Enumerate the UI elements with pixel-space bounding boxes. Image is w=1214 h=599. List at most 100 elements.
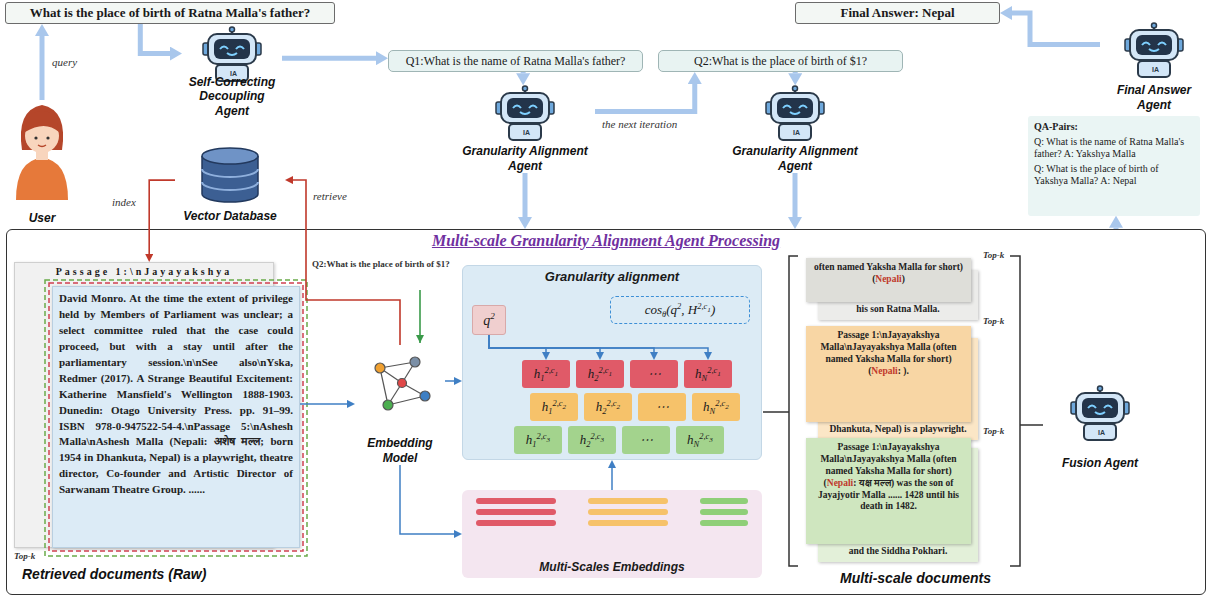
node-text: 2,c [715, 398, 725, 408]
node-text: : ). [898, 366, 909, 376]
document-card: Passage 1:\nJayayakshya Malla\nJayayaksh… [806, 438, 971, 544]
user-figure: User [10, 100, 74, 225]
node-text: Q: What is the name of Ratna Malla's fat… [1034, 136, 1194, 161]
node-text: ) [902, 274, 905, 284]
qa-pairs-box: QA-Pairs: Q: What is the name of Ratna Ma… [1028, 116, 1200, 216]
text-line: h22,c1 [588, 365, 612, 384]
edge-label: the next iteration [600, 118, 679, 130]
agent-figure: IAFusion Agent [1045, 385, 1155, 470]
flow-arrow [300, 403, 347, 405]
art-circle [375, 363, 385, 373]
art-ellipse [202, 148, 258, 164]
text-line: Passage 1:\nJayayakshya Malla\nJayayaksh… [812, 330, 965, 378]
node-text: 2 [490, 311, 495, 321]
node-text: Multi-Scales Embeddings [462, 560, 762, 574]
node-text: N [694, 439, 700, 449]
node-text: 3 [709, 436, 713, 444]
chunk-vector: ⋯ [622, 426, 670, 454]
node-text: Q2:What is the place of birth of $1? [694, 54, 867, 69]
art-line [380, 368, 388, 405]
node-text: θ [662, 309, 666, 319]
brackets [763, 256, 1043, 566]
art-line [402, 362, 415, 383]
node-text: 2,c [607, 398, 617, 408]
node-text: Embedding Model [355, 436, 445, 465]
flow-arrow [149, 180, 175, 254]
node-text: h [695, 366, 702, 381]
node-text: Multi-scale Granularity Alignment Agent … [432, 232, 780, 250]
art-circle [46, 136, 49, 139]
similarity-formula: cosθ(q2, H2,c1) [610, 296, 750, 324]
node-text: 2 [677, 301, 681, 311]
art-path [38, 145, 46, 147]
flow-arrow [521, 72, 526, 73]
text-line: hN2,c1 [695, 365, 721, 384]
node-text: David Monro. At the time the extent of p… [59, 291, 293, 498]
node-text: q [483, 313, 490, 328]
art-path [25, 111, 59, 132]
robot-icon [203, 27, 261, 81]
flow-arrow [595, 84, 695, 111]
node-text: 1 [717, 370, 721, 378]
text-line: hN2,c3 [687, 431, 713, 450]
art-circle [25, 119, 59, 153]
chunk-vector: h12,c1 [522, 360, 570, 388]
chunk-vector: hN2,c2 [692, 393, 740, 421]
art-rect [700, 509, 748, 515]
art-rect [700, 520, 748, 526]
chunk-vector: hN2,c1 [684, 360, 732, 388]
flow-arrow [400, 465, 454, 534]
agent-robots [203, 23, 1183, 440]
query-arrow [419, 290, 421, 343]
flow-arrow [1114, 228, 1119, 229]
embedding-bars [476, 498, 748, 526]
text-line: h12,c3 [526, 431, 550, 450]
subquery-box: Q1:What is the name of Ratna Malla's fat… [388, 50, 643, 72]
node-text: 2,c [537, 431, 547, 441]
embedding-graph [375, 357, 430, 410]
node-text: N [702, 373, 708, 383]
art-path [1010, 256, 1043, 566]
flow-arrow [140, 24, 170, 54]
edge-label: query [50, 56, 79, 68]
node-text: Nepali [827, 478, 853, 488]
node-text: ⋯ [640, 432, 653, 447]
node-text: and the Siddha Pokhari. [824, 546, 972, 558]
node-text: QA-Pairs: [1034, 121, 1194, 134]
topk-label: Top-k [14, 551, 35, 561]
node-text: 2,c [545, 365, 555, 375]
subquery-box: Q2:What is the place of birth of $1? [658, 50, 903, 72]
query-vector: q2 [472, 305, 506, 335]
robot-icon [1071, 386, 1129, 440]
node-text: 1 [532, 439, 536, 449]
chunk-vector: h22,c3 [568, 426, 616, 454]
text-line: h22,c2 [596, 398, 620, 417]
node-text: ⋯ [648, 366, 661, 381]
node-text: 2,c [599, 365, 609, 375]
robot-badge: IA [1098, 429, 1105, 436]
art-rect [588, 520, 668, 526]
node-text: 1 [609, 370, 613, 378]
flow-arrow [489, 335, 600, 352]
node-text: h [580, 432, 587, 447]
art-path [202, 169, 258, 190]
art-path [763, 256, 798, 566]
art-path [202, 156, 258, 202]
node-text: Self-Correcting Decoupling Agent [182, 75, 282, 118]
art-rect [476, 498, 556, 504]
flow-arrow [793, 72, 798, 73]
text-line: h12,c2 [542, 398, 566, 417]
robot-icon [1125, 23, 1183, 77]
chunk-vector: h12,c3 [514, 426, 562, 454]
text-line: ⋯ [648, 366, 661, 382]
art-rect [588, 509, 668, 515]
document-card: Passage 1:\nJayayakshya Malla\nJayayaksh… [806, 326, 971, 422]
node-text: 2,c [697, 301, 707, 311]
flow-arrow [282, 56, 376, 61]
robot-badge: IA [793, 129, 800, 136]
node-text: Dhankuta, Nepal) is a playwright. [824, 424, 972, 436]
art-line [380, 368, 402, 383]
flow-arrow [793, 173, 798, 217]
edge-label: index [110, 196, 138, 208]
chunk-vector: h12,c2 [530, 393, 578, 421]
